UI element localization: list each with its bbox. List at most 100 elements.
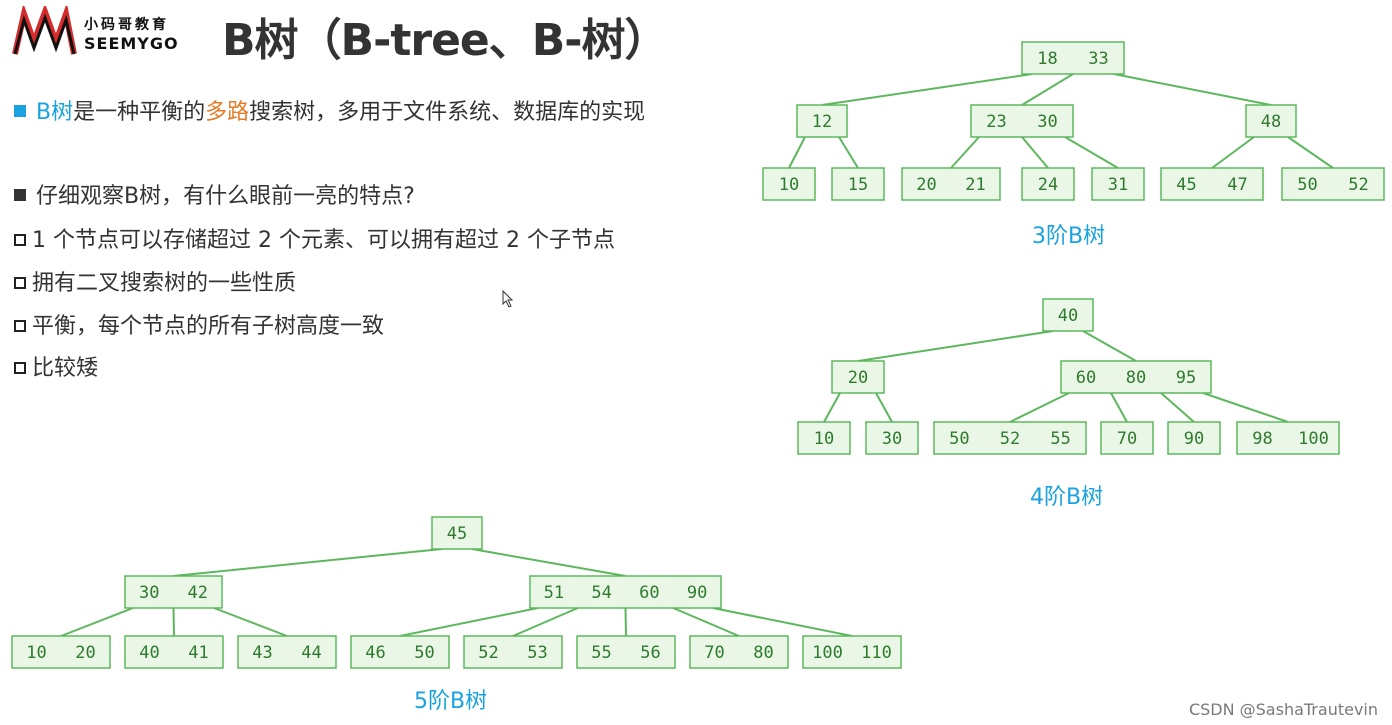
tree-edge (1021, 73, 1074, 106)
node-key: 51 (544, 583, 564, 603)
node-key: 30 (1037, 112, 1057, 132)
tree-edge (60, 607, 134, 637)
btree-node: 10 (762, 167, 816, 201)
node-key: 53 (527, 643, 547, 663)
node-box (350, 635, 450, 669)
node-key: 98 (1252, 429, 1272, 449)
feature-item: 比较矮 (14, 350, 98, 382)
node-box (1167, 421, 1221, 455)
node-key: 15 (848, 175, 868, 195)
tree-edge (172, 607, 175, 637)
node-key: 18 (1037, 49, 1057, 69)
node-key: 30 (882, 429, 902, 449)
feature-text: 1 个节点可以存储超过 2 个元素、可以拥有超过 2 个子节点 (32, 228, 615, 253)
node-box (124, 575, 223, 609)
tree-edge (821, 73, 1033, 106)
node-key: 52 (1348, 175, 1368, 195)
node-box (1245, 104, 1297, 138)
tree-edge (857, 330, 1054, 362)
page-title: B树（B-tree、B-树） (222, 15, 669, 66)
btree-node: 70 (1100, 421, 1154, 455)
node-key: 10 (779, 175, 799, 195)
intro-text-2: 搜索树，多用于文件系统、数据库的实现 (249, 100, 646, 125)
node-key: 45 (1176, 175, 1196, 195)
node-key: 41 (188, 643, 208, 663)
tree-edge (1202, 392, 1289, 423)
node-box (796, 104, 848, 138)
intro-line: B树是一种平衡的多路搜索树，多用于文件系统、数据库的实现 (14, 94, 645, 126)
node-key: 50 (414, 643, 434, 663)
node-key: 10 (26, 643, 46, 663)
node-key: 70 (704, 643, 724, 663)
node-key: 43 (252, 643, 272, 663)
btree-node: 10 (797, 421, 851, 455)
node-key: 52 (1000, 429, 1020, 449)
node-key: 90 (687, 583, 707, 603)
btree-node: 40 (1042, 298, 1094, 332)
btree-node: 20 (831, 360, 885, 394)
node-key: 48 (1261, 112, 1281, 132)
btree-node: 10 20 (11, 635, 111, 669)
node-key: 21 (965, 175, 985, 195)
node-box (124, 635, 224, 669)
tree-edge (788, 136, 806, 169)
node-box (431, 516, 483, 550)
tree-edge (1160, 392, 1195, 423)
node-key: 50 (1297, 175, 1317, 195)
node-key: 20 (75, 643, 95, 663)
node-key: 50 (949, 429, 969, 449)
bullet-square-icon (14, 189, 26, 201)
node-box (11, 635, 111, 669)
tree-edge (1110, 392, 1128, 423)
tree-edge (1021, 136, 1049, 169)
logo-text-en: SEEMYGO (84, 34, 179, 53)
node-key: 100 (1298, 429, 1329, 449)
bullet-square-icon (14, 105, 26, 117)
node-box (1060, 360, 1212, 394)
node-key: 95 (1176, 368, 1196, 388)
mouse-cursor-icon (502, 290, 514, 308)
feature-text: 拥有二叉搜索树的一些性质 (32, 271, 297, 296)
node-key: 45 (447, 524, 467, 544)
node-box (529, 575, 722, 609)
node-key: 90 (1184, 429, 1204, 449)
feature-text: 平衡，每个节点的所有子树高度一致 (32, 314, 385, 339)
btree-node: 24 (1021, 167, 1075, 201)
btree-node: 48 (1245, 104, 1297, 138)
node-box (970, 104, 1074, 138)
tree-edge (838, 136, 859, 169)
node-box (797, 421, 851, 455)
intro-text-1: 是一种平衡的 (73, 100, 206, 125)
tree-edge (1113, 73, 1272, 106)
btree-node: 45 (431, 516, 483, 550)
tree-edge (213, 607, 288, 637)
tree-edge (1082, 330, 1137, 362)
node-key: 54 (591, 583, 611, 603)
intro-term-btree: B树 (36, 100, 74, 125)
node-box (831, 167, 885, 201)
btree-node: 15 (831, 167, 885, 201)
tree-edge (1211, 136, 1255, 169)
node-box (1281, 167, 1385, 201)
checkbox-bullet-icon (14, 320, 26, 332)
node-box (1021, 167, 1075, 201)
node-box (689, 635, 789, 669)
btree-node: 98 100 (1236, 421, 1340, 455)
node-box (1100, 421, 1154, 455)
tree-edge (712, 607, 853, 637)
btree-node: 30 (865, 421, 919, 455)
caption-4-order: 4阶B树 (1030, 485, 1104, 510)
